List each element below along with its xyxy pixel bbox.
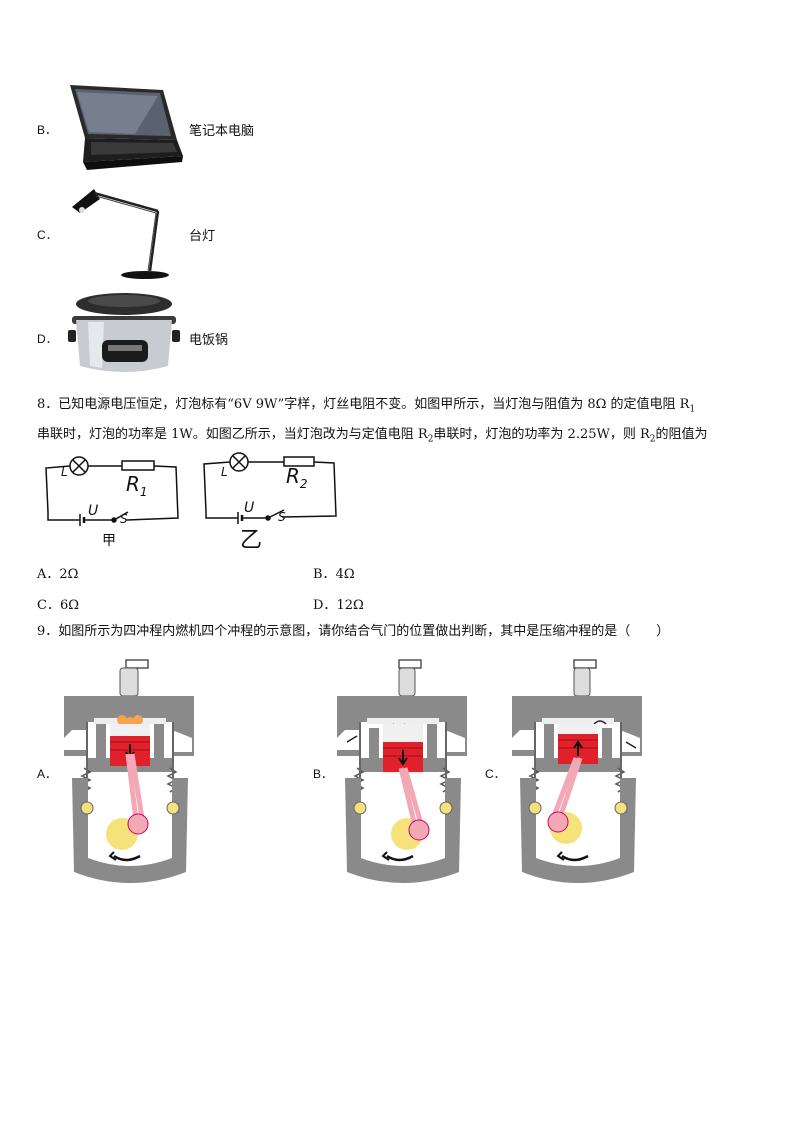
- option-c-letter: C．: [37, 228, 58, 242]
- question-8-line-2: 串联时，灯泡的功率是 1W。如图乙所示，当灯泡改为与定值电阻 R2串联时，灯泡的…: [37, 421, 757, 454]
- option-b-letter: B．: [37, 123, 58, 137]
- circuit-a-switch-label: S: [120, 512, 128, 526]
- answer-letter: A．: [37, 567, 60, 582]
- answer-c: C．6Ω: [37, 594, 79, 613]
- circuit-a-resistor-label: R1: [126, 472, 148, 499]
- answer-letter: B．: [313, 567, 336, 582]
- q8-sub-r2a: 2: [427, 434, 434, 445]
- engine-diagram-a: [64, 659, 194, 883]
- circuit-b-switch-label: S: [278, 510, 286, 524]
- circuit-diagram-a: [45, 456, 179, 526]
- engine-option-a-letter: A．: [37, 767, 58, 781]
- q8-sub-r2b: 2: [649, 434, 656, 445]
- question-9-text: 9．如图所示为四冲程内燃机四个冲程的示意图，请你结合气门的位置做出判断，其中是压…: [37, 624, 670, 639]
- r-text: R: [126, 472, 140, 496]
- desk-lamp-image: [72, 189, 169, 279]
- option-b-caption: 笔记本电脑: [189, 124, 255, 139]
- option-c-caption: 台灯: [189, 229, 216, 244]
- answer-value: 4Ω: [335, 567, 355, 582]
- r-text: R: [286, 464, 300, 488]
- rice-cooker-image: [68, 293, 180, 372]
- engine-option-b-letter: B．: [313, 767, 334, 781]
- q8-text-2b: 串联时，灯泡的功率为 2.25W，则 R: [433, 427, 650, 442]
- answer-d: D．12Ω: [313, 594, 364, 613]
- q8-text-2c: 的阻值为: [655, 427, 708, 442]
- q8-sub-r1: 1: [689, 404, 696, 415]
- circuit-b-resistor-label: R2: [286, 464, 308, 491]
- circuit-a-caption: 甲: [102, 533, 116, 549]
- circuit-a-lamp-label: L: [61, 465, 68, 479]
- answer-value: 2Ω: [59, 567, 79, 582]
- answer-value: 6Ω: [59, 598, 80, 613]
- answer-b: B．4Ω: [313, 563, 355, 582]
- circuit-diagram-b: [203, 452, 337, 524]
- engine-diagram-c: [512, 659, 642, 883]
- circuit-a-source-label: U: [88, 503, 99, 519]
- r-sub: 2: [299, 477, 308, 491]
- engine-option-c-letter: C．: [485, 767, 506, 781]
- answer-a: A．2Ω: [37, 563, 78, 582]
- q8-text-1: 8．已知电源电压恒定，灯泡标有“6V 9W”字样，灯丝电阻不变。如图甲所示，当灯…: [37, 397, 690, 412]
- circuit-b-source-label: U: [244, 500, 255, 516]
- laptop-image: [70, 85, 183, 170]
- answer-letter: D．: [313, 598, 337, 613]
- answer-value: 12Ω: [336, 598, 364, 613]
- option-d-caption: 电饭锅: [189, 333, 229, 348]
- r-sub: 1: [139, 485, 148, 499]
- question-8-line-1: 8．已知电源电压恒定，灯泡标有“6V 9W”字样，灯丝电阻不变。如图甲所示，当灯…: [37, 391, 757, 424]
- circuit-b-lamp-label: L: [221, 465, 228, 479]
- option-d-letter: D．: [37, 332, 58, 346]
- q8-text-2a: 串联时，灯泡的功率是 1W。如图乙所示，当灯泡改为与定值电阻 R: [37, 427, 428, 442]
- answer-letter: C．: [37, 598, 60, 613]
- engine-diagram-b: [337, 659, 467, 883]
- circuit-b-caption: 乙: [240, 528, 263, 553]
